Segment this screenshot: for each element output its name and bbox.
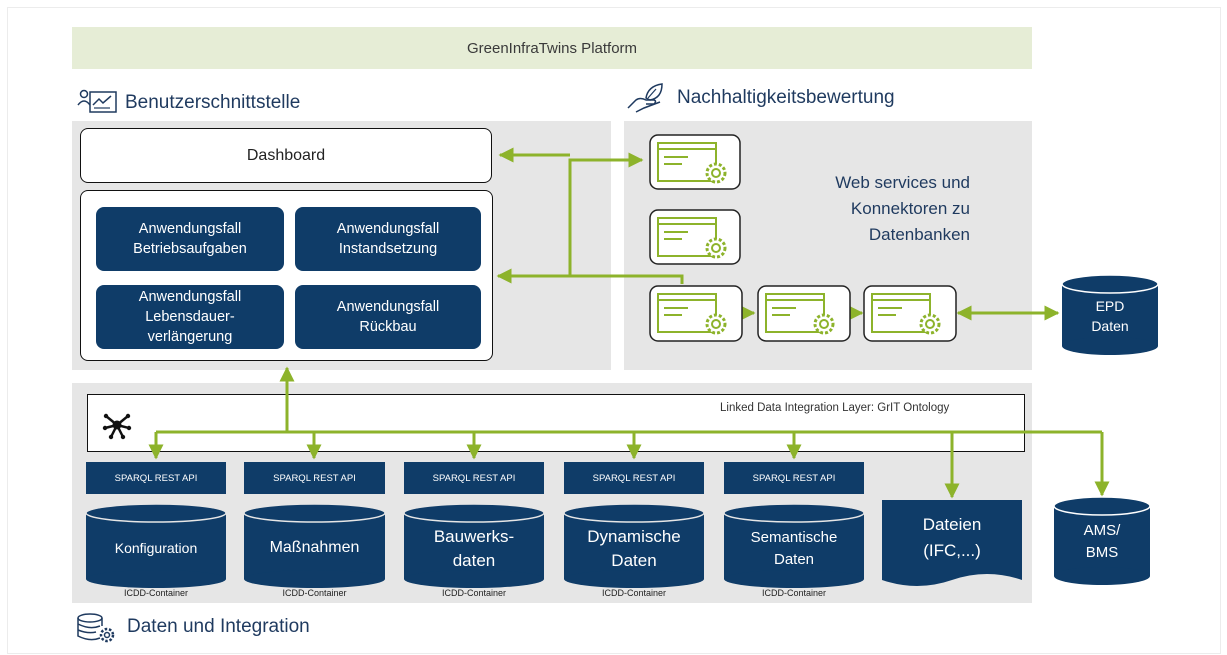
container-semantische-daten-label: Semantische Daten	[750, 529, 838, 568]
epd-label: EPD Daten	[1091, 298, 1129, 334]
cylinder-dynamische-daten	[563, 503, 705, 588]
use-case-operations-label: Anwendungsfall Betriebsaufgaben	[133, 221, 247, 257]
network-icon	[100, 408, 134, 447]
sparql-api-3: SPARQL REST API	[404, 462, 544, 494]
cylinder-bauwerksdaten	[403, 503, 545, 588]
container-dynamische-daten-label: Dynamische Daten	[587, 527, 681, 570]
icdd-label-3: ICDD-Container	[441, 588, 507, 598]
web-service-icon-5	[863, 285, 957, 342]
web-service-icon-2	[649, 209, 741, 265]
data-section-label: Daten und Integration	[127, 616, 310, 637]
cylinder-massnahmen	[243, 503, 386, 588]
diagram-frame	[7, 7, 1221, 654]
container-konfiguration-label: Konfiguration	[114, 540, 198, 556]
use-case-operations: Anwendungsfall Betriebsaufgaben	[96, 207, 284, 271]
sustainability-hand-leaf-icon	[624, 80, 672, 121]
platform-title: GreenInfraTwins Platform	[466, 39, 638, 57]
database-gear-icon	[76, 612, 118, 649]
sparql-api-4-label: SPARQL REST API	[592, 472, 676, 484]
web-service-icon-3	[649, 285, 743, 342]
sustainability-section-label: Nachhaltigkeitsbewertung	[677, 87, 895, 108]
cylinder-konfiguration	[85, 503, 227, 588]
icdd-label-5: ICDD-Container	[761, 588, 827, 598]
use-case-lifetime-extension-label: Anwendungsfall Lebensdauer- verlängerung	[138, 289, 242, 345]
container-massnahmen-label: Maßnahmen	[269, 539, 360, 556]
web-services-label: Web services und Konnektoren zu Datenban…	[835, 173, 970, 244]
files-label: Dateien (IFC,...)	[922, 515, 982, 560]
cylinder-ams-bms	[1053, 496, 1151, 585]
ams-bms-label: AMS/ BMS	[1083, 522, 1121, 561]
dashboard-label: Dashboard	[246, 146, 326, 164]
web-service-icon-4	[757, 285, 851, 342]
ui-icon	[76, 88, 120, 123]
use-case-demolition-label: Anwendungsfall Rückbau	[336, 299, 440, 335]
use-case-repair: Anwendungsfall Instandsetzung	[295, 207, 481, 271]
use-case-repair-label: Anwendungsfall Instandsetzung	[336, 221, 440, 257]
sparql-api-2-label: SPARQL REST API	[273, 472, 356, 484]
cylinder-semantische-daten	[723, 503, 865, 588]
web-service-icon-1	[649, 134, 741, 190]
sparql-api-1: SPARQL REST API	[86, 462, 226, 494]
platform-bar: GreenInfraTwins Platform	[72, 27, 1032, 69]
dashboard-box: Dashboard	[80, 128, 492, 183]
linked-data-layer-label: Linked Data Integration Layer: GrIT Onto…	[720, 402, 950, 414]
sparql-api-2: SPARQL REST API	[244, 462, 385, 494]
sparql-api-3-label: SPARQL REST API	[432, 472, 516, 484]
use-case-lifetime-extension: Anwendungsfall Lebensdauer- verlängerung	[96, 285, 284, 349]
icdd-label-1: ICDD-Container	[123, 588, 189, 598]
use-case-demolition: Anwendungsfall Rückbau	[295, 285, 481, 349]
service-icons	[649, 134, 957, 342]
sparql-api-5: SPARQL REST API	[724, 462, 864, 494]
container-bauwerksdaten-label: Bauwerks- daten	[433, 527, 515, 570]
files-document-shape	[882, 500, 1022, 586]
sparql-api-4: SPARQL REST API	[564, 462, 704, 494]
linked-data-layer-box	[87, 394, 1025, 452]
icdd-label-2: ICDD-Container	[282, 588, 347, 598]
ui-section-label: Benutzerschnittstelle	[125, 92, 301, 113]
sparql-api-1-label: SPARQL REST API	[114, 472, 198, 484]
icdd-label-4: ICDD-Container	[601, 588, 667, 598]
sparql-api-5-label: SPARQL REST API	[752, 472, 836, 484]
cylinder-epd	[1061, 274, 1159, 355]
